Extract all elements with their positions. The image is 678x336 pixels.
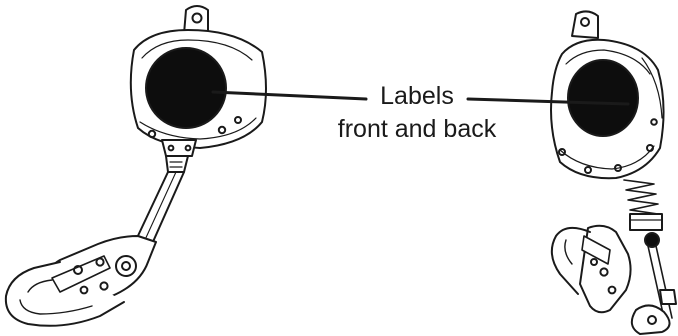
labels-callout: Labels front and back <box>322 80 512 146</box>
leader-line-right <box>466 97 630 106</box>
callout-line-1: Labels <box>380 82 454 110</box>
left-retractable-device-icon <box>4 5 267 327</box>
front-label-left <box>145 47 227 129</box>
front-label-right <box>567 59 639 137</box>
leader-line-left <box>211 90 368 101</box>
right-retractable-device-icon <box>550 10 677 335</box>
callout-line-2: front and back <box>337 115 497 143</box>
